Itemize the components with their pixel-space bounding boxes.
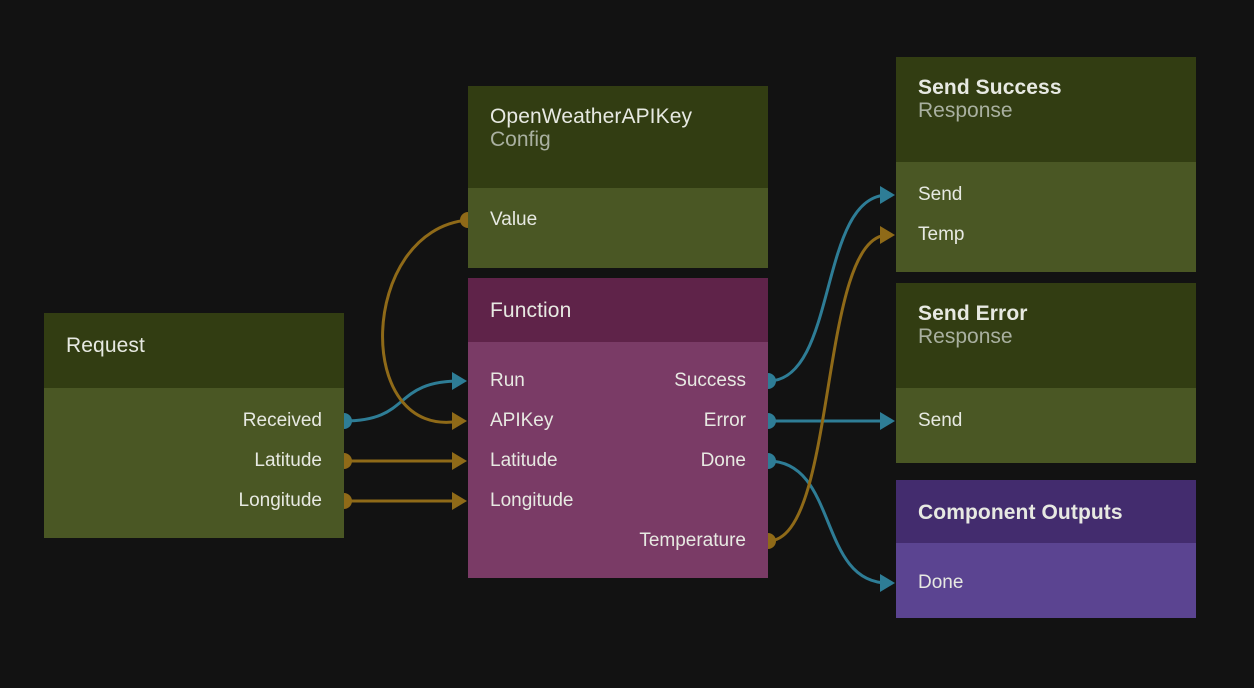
port-label: Longitude [238,490,322,511]
port-arrow-function-run[interactable] [452,372,467,390]
output-port-function-success[interactable]: Success [674,369,746,393]
node-body-send-error: Send [896,388,1196,463]
input-port-component-outputs-done[interactable]: Done [918,571,963,595]
port-arrow-send-success-send[interactable] [880,186,895,204]
port-label: Send [918,410,963,431]
node-header-request[interactable]: Request [44,313,344,388]
input-port-function-latitude[interactable]: Latitude [490,449,558,473]
input-port-function-longitude[interactable]: Longitude [490,489,573,513]
node-body-component-outputs: Done [896,543,1196,618]
input-port-send-success-temp[interactable]: Temp [918,223,964,247]
connection-c1[interactable] [342,379,462,423]
input-port-send-success-send[interactable]: Send [918,183,962,207]
node-title: Request [66,334,145,357]
port-label: Temp [918,224,965,245]
port-label: Value [490,209,538,230]
port-label: APIKey [490,410,554,431]
port-label: Longitude [490,490,574,511]
output-port-function-temperature[interactable]: Temperature [639,529,746,553]
node-subtitle: Response [918,99,1013,123]
port-label: Send [918,184,963,205]
port-arrow-function-latitude[interactable] [452,452,467,470]
node-title: Component Outputs [918,501,1123,524]
input-port-function-apikey[interactable]: APIKey [490,409,553,433]
node-title: OpenWeatherAPIKey [490,105,693,128]
node-subtitle: Response [918,325,1013,349]
input-port-send-error-send[interactable]: Send [918,409,962,433]
node-title: Function [490,299,572,322]
node-title: Send Success [918,76,1062,99]
port-label: Received [242,410,322,431]
connection-c2[interactable] [381,218,470,424]
port-label: Run [490,370,525,391]
node-body-openweatherapikey: Value [468,188,768,268]
input-port-openweatherapikey-value[interactable]: Value [490,208,537,232]
connection-c7[interactable] [766,459,890,585]
node-header-function[interactable]: Function [468,278,768,342]
port-label: Temperature [639,530,746,551]
node-subtitle: Config [490,128,551,152]
port-label: Done [700,450,746,471]
output-port-request-longitude[interactable]: Longitude [239,489,322,513]
port-label: Latitude [254,450,322,471]
node-title: Send Error [918,302,1028,325]
port-label: Done [918,572,964,593]
port-label: Latitude [490,450,558,471]
port-arrow-function-apikey[interactable] [452,412,467,430]
port-label: Success [674,370,746,391]
port-label: Error [703,410,746,431]
port-arrow-send-success-temp[interactable] [880,226,895,244]
port-arrow-component-outputs-done[interactable] [880,574,895,592]
port-arrow-function-longitude[interactable] [452,492,467,510]
port-arrow-send-error-send[interactable] [880,412,895,430]
output-port-request-received[interactable]: Received [243,409,322,433]
output-port-request-latitude[interactable]: Latitude [254,449,322,473]
output-port-function-error[interactable]: Error [704,409,746,433]
output-port-function-done[interactable]: Done [701,449,746,473]
input-port-function-run[interactable]: Run [490,369,525,393]
connection-c5[interactable] [766,193,890,383]
node-header-component-outputs[interactable]: Component Outputs [896,480,1196,543]
connection-c8[interactable] [766,233,890,543]
